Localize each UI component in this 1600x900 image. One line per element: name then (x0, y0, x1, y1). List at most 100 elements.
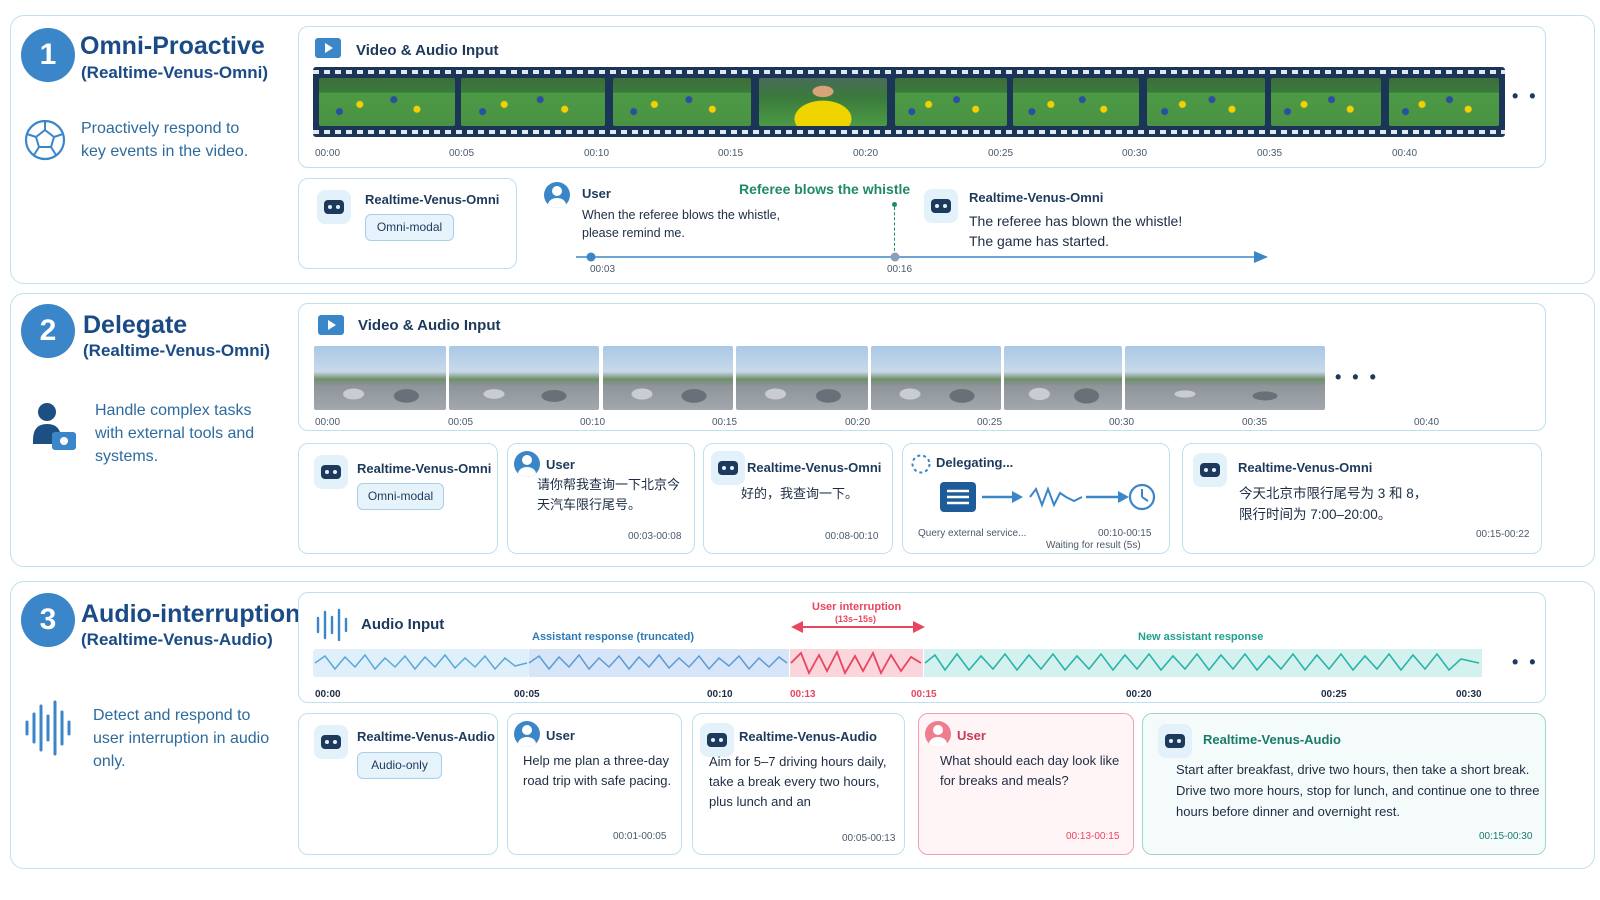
video-frame-referee (759, 78, 887, 126)
message-time: 00:08-00:10 (825, 531, 879, 542)
soccer-ball-icon (24, 119, 66, 161)
street-frame (1004, 346, 1122, 410)
event-marker-dashed (894, 202, 895, 256)
video-frame (1147, 78, 1265, 126)
user-message: 请你帮我查询一下北京今天汽车限行尾号。 (537, 477, 681, 512)
tick-label: 00:13 (790, 689, 816, 700)
message-time: 00:15-00:22 (1476, 529, 1530, 540)
tick-label: 00:00 (315, 148, 341, 159)
section-2-number: 2 (21, 304, 75, 358)
message-time: 00:01-00:05 (613, 831, 667, 842)
tool-pipeline-icon (940, 482, 1156, 512)
segment-label-truncated: Assistant response (truncated) (532, 631, 694, 643)
tick-label: 00:15 (911, 689, 937, 700)
user-message: What should each day look like for break… (940, 753, 1120, 788)
tick-label: 00:40 (1414, 417, 1440, 428)
section-1-title: Omni-Proactive (80, 32, 265, 60)
section-2-subtitle: (Realtime-Venus-Omni) (83, 341, 271, 360)
tick-label: 00:15 (712, 417, 738, 428)
robot-icon (317, 190, 351, 224)
section-1-number: 1 (21, 28, 75, 82)
video-frame (895, 78, 1007, 126)
audio-wave-icon (316, 608, 348, 642)
robot-icon (314, 455, 348, 489)
segment-label-interruption: User interruption (812, 601, 902, 613)
loading-spinner-icon (911, 454, 931, 474)
more-frames-ellipsis: • • • (1335, 367, 1379, 387)
user-label: User (546, 728, 575, 743)
user-interruption-card (918, 713, 1134, 855)
timeline-time: 00:03 (590, 264, 616, 275)
reply-agent-name: Realtime-Venus-Omni (747, 460, 882, 475)
user-label: User (582, 186, 611, 201)
street-frame (871, 346, 1001, 410)
more-frames-ellipsis: • • (1512, 86, 1539, 106)
section-2-panel-title: Video & Audio Input (358, 317, 501, 334)
street-frame (449, 346, 599, 410)
user-message: When the referee blows the whistle, plea… (582, 208, 781, 240)
segment-label-new: New assistant response (1138, 631, 1264, 643)
street-frame (603, 346, 733, 410)
user-icon (925, 721, 951, 747)
robot-icon (700, 723, 734, 757)
tick-label: 00:05 (449, 148, 475, 159)
tick-label: 00:00 (315, 417, 341, 428)
tick-label: 00:05 (448, 417, 474, 428)
reply-agent-name: Realtime-Venus-Audio (739, 729, 877, 744)
user-label: User (546, 457, 575, 472)
reply-message: 好的，我查询一下。 (741, 486, 859, 501)
tick-label: 00:00 (315, 689, 341, 700)
tick-label: 00:30 (1456, 689, 1482, 700)
video-icon (318, 315, 344, 335)
timeline-arrow (576, 251, 1268, 263)
tick-label: 00:20 (845, 417, 871, 428)
robot-icon (924, 189, 958, 223)
section-3-title: Audio-interruption (81, 600, 301, 628)
tick-label: 00:25 (1321, 689, 1347, 700)
message-time: 00:10-00:15 (1098, 528, 1152, 539)
reply-message: 今天北京市限行尾号为 3 和 8，限行时间为 7:00–20:00。 (1239, 486, 1428, 522)
agent-name: Realtime-Venus-Omni (365, 192, 500, 207)
tick-label: 00:10 (584, 148, 610, 159)
section-1-subtitle: (Realtime-Venus-Omni) (81, 63, 269, 82)
video-icon (315, 38, 341, 58)
timeline-time: 00:16 (887, 264, 913, 275)
delegating-waiting: Waiting for result (5s) (1046, 540, 1141, 551)
more-audio-ellipsis: • • (1512, 652, 1539, 672)
section-1-panel-title: Video & Audio Input (356, 42, 499, 59)
agent-name: Realtime-Venus-Audio (357, 729, 495, 744)
video-frame (1389, 78, 1499, 126)
user-icon (514, 451, 540, 477)
audio-wave-icon (25, 700, 71, 756)
agent-name: Realtime-Venus-Omni (357, 461, 492, 476)
tick-label: 00:25 (977, 417, 1003, 428)
tick-label: 00:10 (580, 417, 606, 428)
street-frame (736, 346, 868, 410)
tick-label: 00:35 (1242, 417, 1268, 428)
agent-reply-card (692, 713, 905, 855)
segment-label-interruption-range: (13s–15s) (835, 614, 877, 624)
video-frame (1271, 78, 1381, 126)
reply-agent-name: Realtime-Venus-Omni (1238, 460, 1373, 475)
user-message: Help me plan a three-day road trip with … (523, 753, 672, 788)
robot-icon (711, 451, 745, 485)
message-time: 00:13-00:15 (1066, 831, 1120, 842)
modality-badge: Omni-modal (357, 483, 444, 510)
message-time: 00:05-00:13 (842, 833, 896, 844)
event-label: Referee blows the whistle (739, 181, 911, 197)
tick-label: 00:05 (514, 689, 540, 700)
tick-label: 00:25 (988, 148, 1014, 159)
video-frame (461, 78, 605, 126)
video-frame (613, 78, 751, 126)
modality-badge: Omni-modal (365, 214, 454, 241)
agent-result-card (1182, 443, 1542, 554)
interruption-range-arrow (791, 621, 925, 633)
delegating-label: Delegating... (936, 455, 1014, 470)
section-3-description: Detect and respond to user interruption … (93, 707, 270, 770)
event-marker-dot (892, 202, 897, 207)
video-frame (319, 78, 455, 126)
reply-message: Start after breakfast, drive two hours, … (1176, 762, 1540, 819)
tick-label: 00:15 (718, 148, 744, 159)
delegating-query: Query external service... (918, 528, 1027, 539)
tick-label: 00:20 (1126, 689, 1152, 700)
